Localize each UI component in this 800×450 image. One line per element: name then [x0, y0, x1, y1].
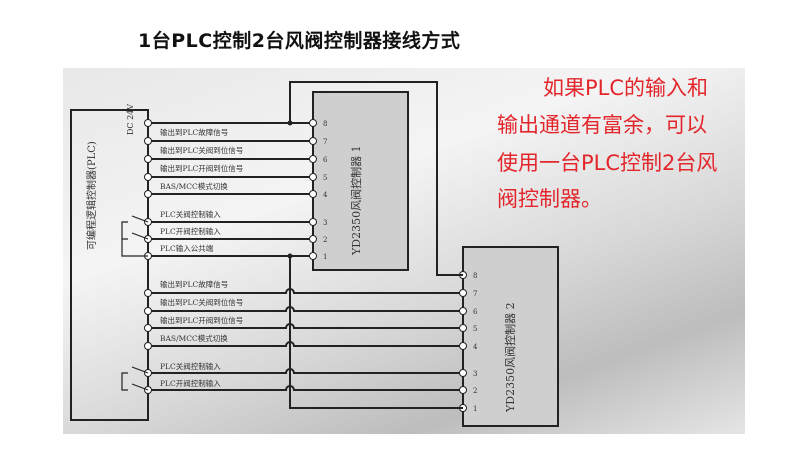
wire-label: PLC关阀控制输入 — [160, 361, 221, 371]
terminal — [144, 173, 152, 181]
controller-2-box — [462, 246, 559, 427]
switch-common — [121, 239, 148, 257]
switch — [121, 366, 149, 391]
controller-2-label: YD2350风阀控制器 2 — [503, 302, 517, 413]
terminal — [459, 307, 467, 315]
terminal — [144, 190, 152, 198]
terminal — [459, 324, 467, 332]
terminal-number: 7 — [473, 290, 477, 298]
plc-label: 可编程逻辑控制器(PLC) — [85, 141, 98, 250]
controller-1-label: YD2350风阀控制器 1 — [349, 145, 363, 256]
terminal-number: 2 — [473, 387, 477, 395]
note-line-2: 输出通道有富余，可以 — [497, 113, 707, 137]
junction — [287, 253, 293, 259]
terminal — [144, 119, 152, 127]
terminal — [309, 190, 317, 198]
wire-label: BAS/MCC模式切换 — [160, 333, 228, 343]
wire-label: 输出到PLC故障信号 — [160, 279, 228, 289]
power-link — [289, 81, 463, 276]
wire — [148, 288, 463, 294]
terminal — [309, 173, 317, 181]
terminal — [144, 342, 152, 350]
terminal-number: 2 — [323, 236, 327, 244]
note-line-4: 阀控制器。 — [497, 187, 602, 211]
wire-label: PLC关阀控制输入 — [160, 209, 221, 219]
terminal-number: 7 — [323, 138, 327, 146]
wire-label: PLC输入公共端 — [160, 243, 214, 253]
terminal-number: 1 — [323, 253, 327, 261]
terminal-number: 4 — [323, 191, 328, 199]
terminal — [309, 218, 317, 226]
terminal-number: 5 — [323, 174, 327, 182]
common-link — [289, 256, 463, 409]
junction — [287, 120, 293, 126]
note-line-1: 如果PLC的输入和 — [543, 76, 709, 100]
terminal-number: 6 — [473, 308, 478, 316]
terminal — [459, 289, 467, 297]
terminal-number: 3 — [323, 219, 327, 227]
terminal-number: 5 — [473, 325, 477, 333]
terminal — [144, 137, 152, 145]
controller-1-box — [312, 91, 409, 271]
wire-label: 输出到PLC开阀到位信号 — [160, 315, 243, 325]
terminal-number: 3 — [473, 370, 477, 378]
terminal — [459, 342, 467, 350]
terminal — [144, 155, 152, 163]
switch — [121, 215, 149, 240]
terminal — [309, 252, 317, 260]
terminal-number: 1 — [473, 405, 477, 413]
terminal — [144, 324, 152, 332]
wire-label: 输出到PLC开阀到位信号 — [160, 163, 243, 173]
wire-label: BAS/MCC模式切换 — [160, 181, 228, 191]
slide-title: 1台PLC控制2台风阀控制器接线方式 — [138, 30, 461, 52]
wire-label: PLC开阀控制输入 — [160, 378, 221, 388]
terminal-number: 8 — [473, 272, 477, 280]
wire — [148, 306, 463, 312]
terminal — [309, 119, 317, 127]
terminal — [144, 307, 152, 315]
wire-label: 输出到PLC关阀到位信号 — [160, 145, 243, 155]
terminal — [309, 235, 317, 243]
terminal — [309, 155, 317, 163]
plc-box — [70, 109, 149, 421]
dc-label: DC 24V — [126, 104, 135, 135]
terminal-number: 8 — [323, 120, 327, 128]
terminal — [459, 369, 467, 377]
wire-label: 输出到PLC关阀到位信号 — [160, 297, 243, 307]
terminal-number: 6 — [323, 156, 328, 164]
terminal-number: 4 — [473, 343, 478, 351]
wire-label: 输出到PLC故障信号 — [160, 127, 228, 137]
terminal — [309, 137, 317, 145]
wire-label: PLC开阀控制输入 — [160, 226, 221, 236]
terminal — [144, 289, 152, 297]
terminal — [459, 386, 467, 394]
note-line-3: 使用一台PLC控制2台风 — [497, 151, 718, 175]
